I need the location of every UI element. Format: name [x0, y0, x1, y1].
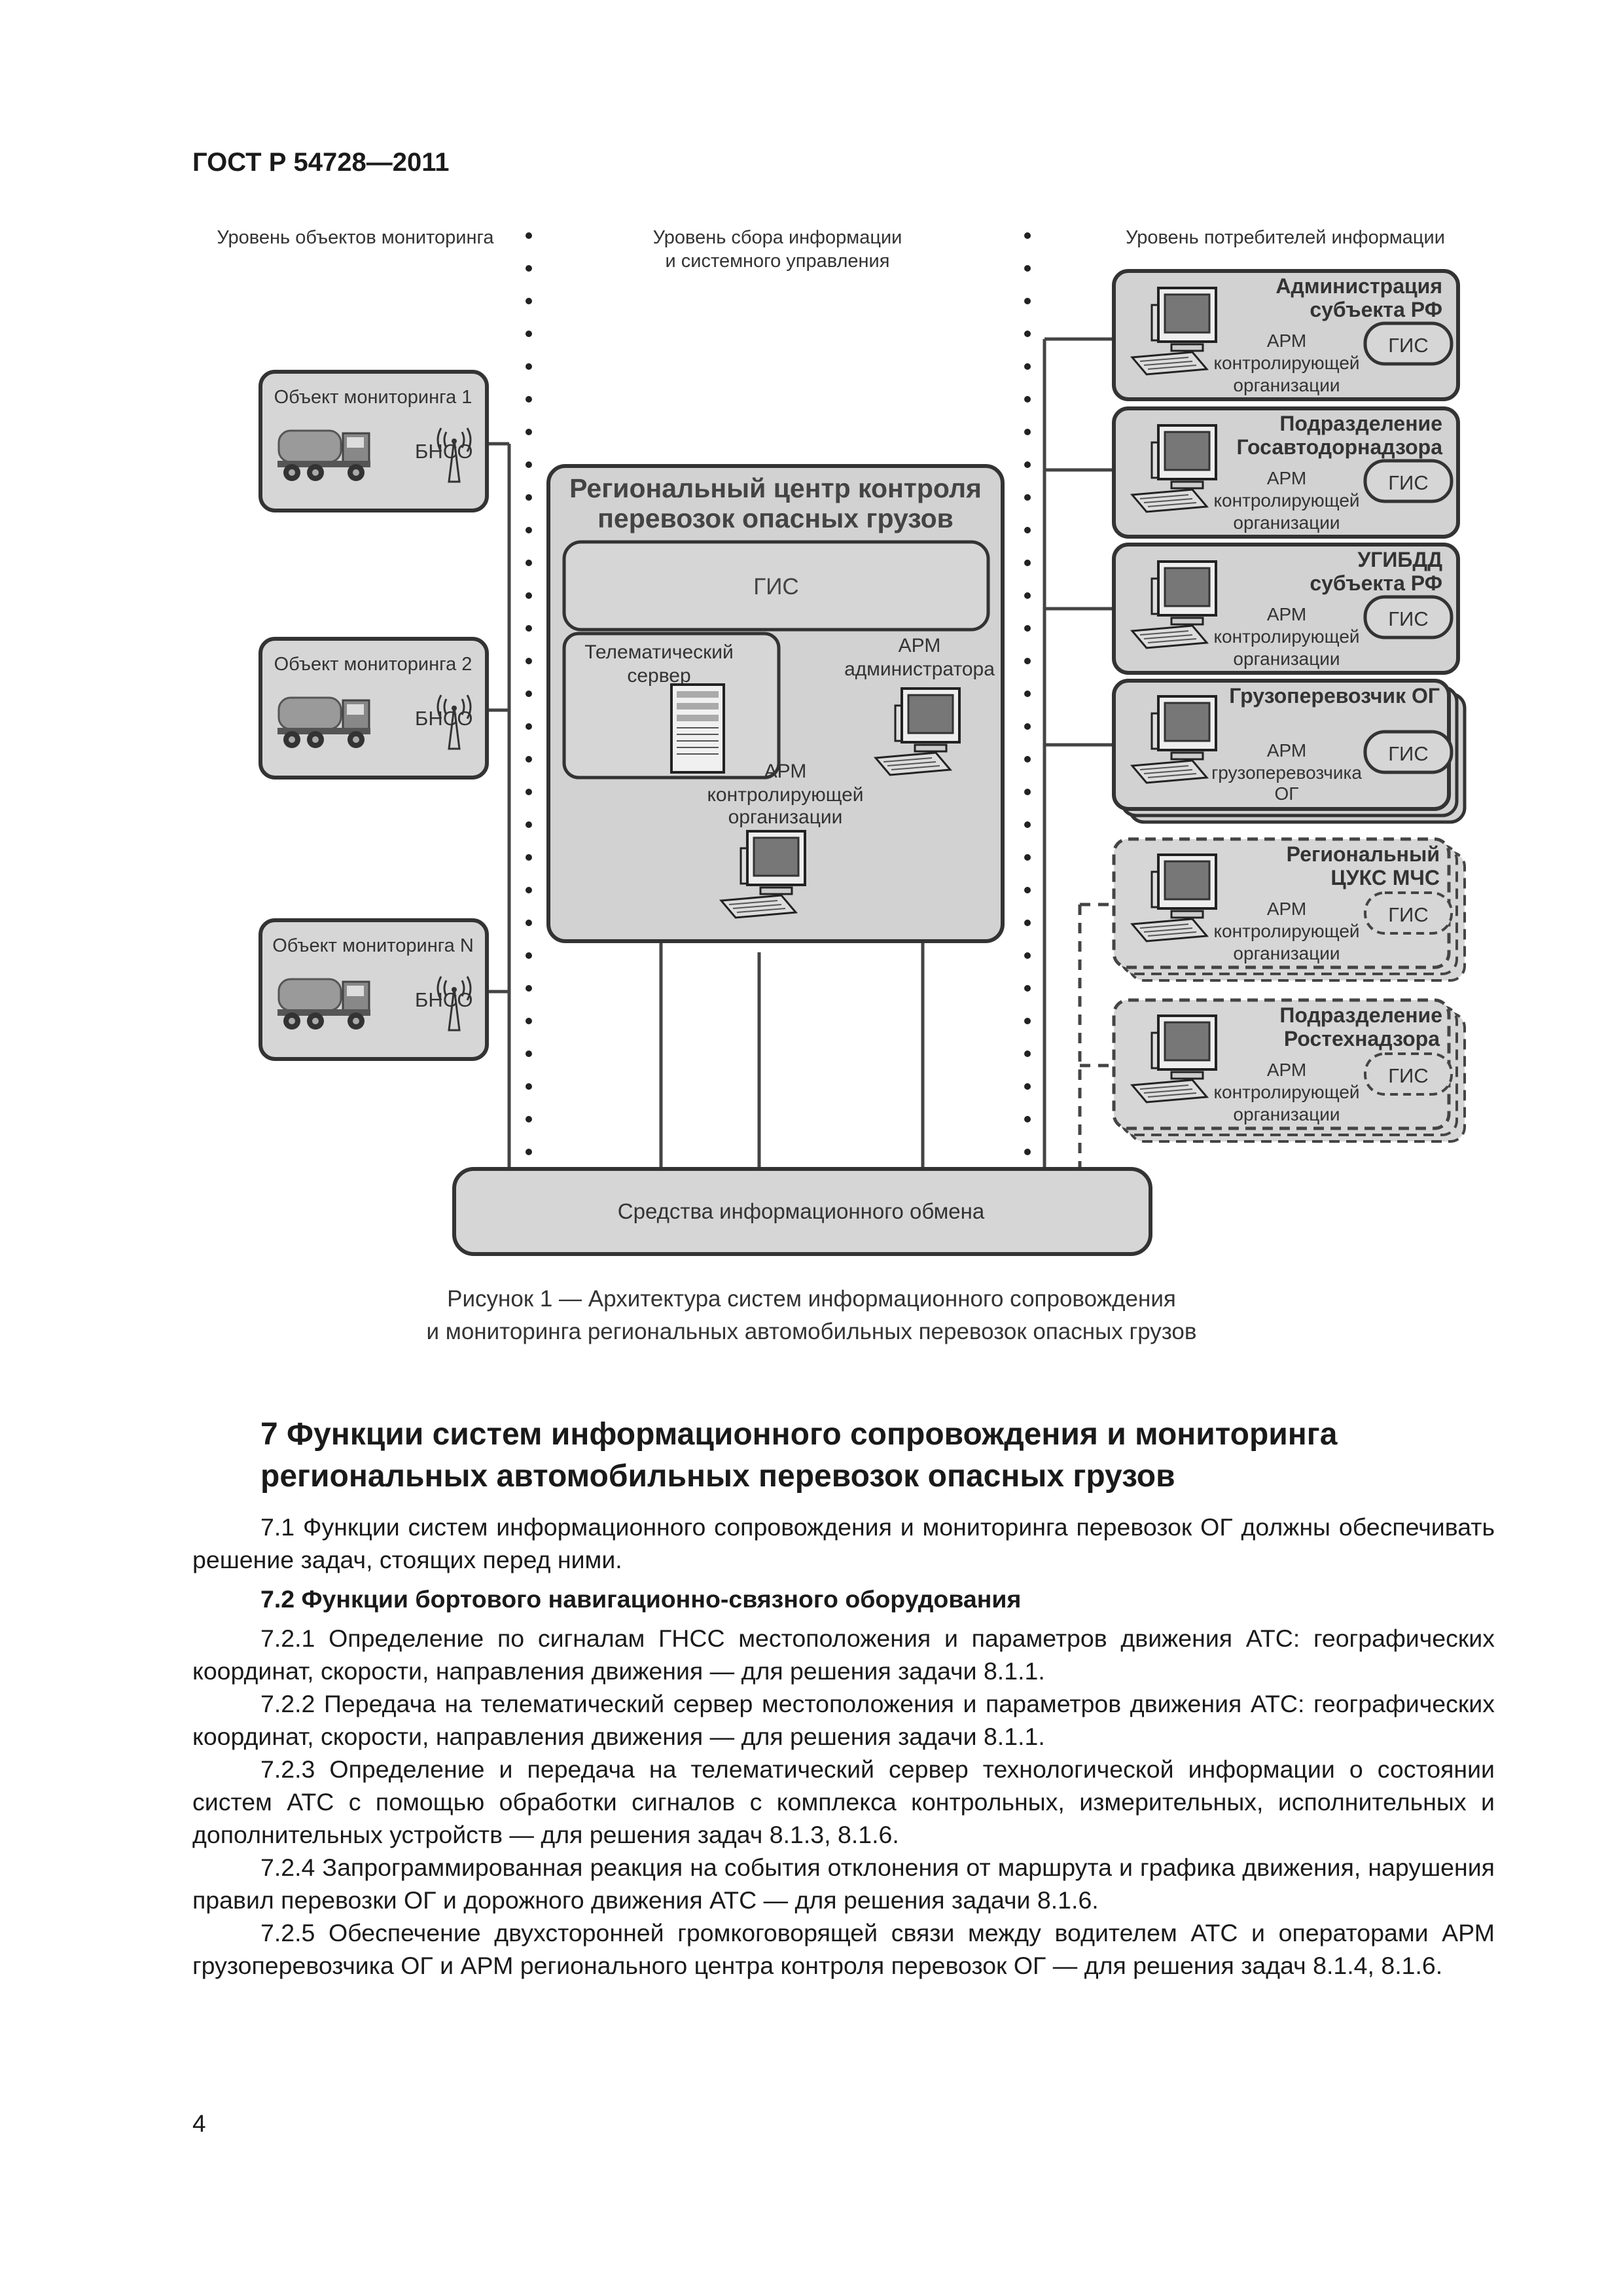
consumer-arm-3: организации: [1233, 649, 1340, 669]
level-objects-label: Уровень объектов мониторинга: [217, 227, 494, 248]
connection-lines-dashed: [1078, 903, 1114, 1172]
consumer-title-2: субъекта РФ: [1310, 298, 1442, 321]
monitoring-object-n: Объект мониторинга N БНСО: [259, 918, 489, 1061]
consumer-arm-1: АРМ: [1267, 899, 1306, 919]
consumer-arm-2: контролирующей: [1213, 626, 1359, 647]
information-exchange: Средства информационного обмена: [452, 1167, 1152, 1256]
consumer-arm-2: контролирующей: [1213, 921, 1359, 941]
level-collection-label-2: и системного управления: [666, 251, 890, 272]
subsection-7-2-title: 7.2 Функции бортового навигационно-связн…: [260, 1585, 1022, 1613]
consumer-arm-1: АРМ: [1267, 604, 1306, 624]
level-consumers-label: Уровень потребителей информации: [1126, 227, 1445, 248]
consumer-arm-2: контролирующей: [1213, 353, 1359, 373]
center-gis: ГИС: [753, 574, 798, 600]
consumer-gis: ГИС: [1388, 607, 1428, 630]
control-arm-label-1: АРМ: [764, 761, 807, 782]
consumer-gosavtodornadzor: Подразделение Госавтодорнадзора АРМ конт…: [1112, 406, 1460, 539]
object-label: Объект мониторинга 1: [274, 387, 473, 408]
consumer-title-1: Региональный: [1287, 842, 1440, 866]
consumer-title-2: Госавтодорнадзора: [1236, 435, 1442, 459]
level-labels: Уровень объектов мониторинга Уровень сбо…: [217, 227, 1444, 272]
consumer-arm-2: контролирующей: [1213, 1082, 1359, 1102]
consumer-title-2: ЦУКС МЧС: [1330, 866, 1440, 889]
architecture-diagram: Уровень объектов мониторинга Уровень сбо…: [217, 227, 1467, 1256]
paragraph-7-2-2: 7.2.2 Передача на телематический сервер …: [192, 1690, 1495, 1750]
consumer-title-2: Ростехнадзора: [1284, 1027, 1440, 1050]
consumer-ugibdd: УГИБДД субъекта РФ АРМ контролирующей ор…: [1112, 543, 1460, 675]
consumer-arm-3: организации: [1233, 1104, 1340, 1124]
consumer-arm-1: АРМ: [1267, 740, 1306, 761]
consumer-gis: ГИС: [1388, 742, 1428, 765]
connection-lines: [487, 337, 1114, 1172]
consumer-title-2: субъекта РФ: [1310, 571, 1442, 595]
center-title-2: перевозок опасных грузов: [597, 503, 954, 533]
consumer-arm-1: АРМ: [1267, 331, 1306, 351]
monitoring-object-2: Объект мониторинга 2 БНСО: [259, 637, 489, 780]
consumer-rostekhnadzor: Подразделение Ростехнадзора АРМ контроли…: [1112, 998, 1466, 1143]
caption-line-1: Рисунок 1 — Архитектура систем информаци…: [447, 1286, 1176, 1312]
section-title: 7 Функции систем информационного сопрово…: [260, 1417, 1338, 1494]
truck-icon: [274, 966, 374, 1034]
paragraph-7-2-4: 7.2.4 Запрограммированная реакция на соб…: [192, 1854, 1495, 1914]
control-arm-label-3: организации: [728, 806, 843, 828]
level-collection-label-1: Уровень сбора информации: [653, 227, 902, 248]
admin-arm-label-2: администратора: [844, 658, 995, 680]
regional-center: Региональный центр контроля перевозок оп…: [546, 464, 1005, 943]
consumer-administration: Администрация субъекта РФ АРМ контролиру…: [1112, 269, 1460, 401]
control-arm-label-2: контролирующей: [707, 784, 863, 806]
consumer-emercom: Региональный ЦУКС МЧС АРМ контролирующей…: [1112, 837, 1466, 982]
consumer-gis: ГИС: [1388, 903, 1428, 926]
center-title-1: Региональный центр контроля: [569, 473, 982, 503]
consumer-arm-1: АРМ: [1267, 1060, 1306, 1080]
consumer-gis: ГИС: [1388, 1064, 1428, 1087]
caption-line-2: и мониторинга региональных автомобильных…: [426, 1319, 1197, 1344]
consumer-arm-2: грузоперевозчика: [1211, 762, 1362, 783]
page-number: 4: [192, 2110, 206, 2137]
consumer-arm-3: ОГ: [1275, 783, 1299, 804]
consumer-title-1: Подразделение: [1279, 1003, 1442, 1027]
admin-arm-label-1: АРМ: [899, 635, 941, 656]
consumer-title-1: Подразделение: [1279, 412, 1442, 435]
consumer-arm-3: организации: [1233, 375, 1340, 395]
exchange-label: Средства информационного обмена: [618, 1199, 985, 1223]
truck-icon: [274, 418, 374, 486]
section-body: 7.1 Функции систем информационного сопро…: [192, 1511, 1495, 1982]
consumer-gis: ГИС: [1388, 334, 1428, 357]
consumer-title-1: УГИБДД: [1357, 548, 1442, 571]
server-label-1: Телематический: [584, 641, 734, 663]
server-label-2: сервер: [627, 665, 690, 687]
paragraph-7-2-3: 7.2.3 Определение и передача на телемати…: [192, 1755, 1495, 1848]
consumer-title-1: Администрация: [1275, 274, 1442, 298]
server-icon: [670, 683, 725, 774]
consumer-title-1: Грузоперевозчик ОГ: [1229, 684, 1440, 708]
truck-icon: [274, 685, 374, 753]
object-label: Объект мониторинга 2: [274, 654, 473, 675]
paragraph-7-1: 7.1 Функции систем информационного сопро…: [192, 1513, 1495, 1573]
figure-caption: Рисунок 1 — Архитектура систем информаци…: [0, 1283, 1623, 1348]
consumer-arm-2: контролирующей: [1213, 490, 1359, 511]
paragraph-7-2-5: 7.2.5 Обеспечение двухсторонней громкого…: [192, 1919, 1495, 1979]
consumer-arm-1: АРМ: [1267, 468, 1306, 488]
monitoring-object-1: Объект мониторинга 1 БНСО: [259, 370, 489, 512]
consumer-arm-3: организации: [1233, 943, 1340, 963]
object-label: Объект мониторинга N: [272, 935, 474, 956]
consumer-gis: ГИС: [1388, 471, 1428, 494]
consumer-arm-3: организации: [1233, 512, 1340, 533]
paragraph-7-2-1: 7.2.1 Определение по сигналам ГНСС место…: [192, 1624, 1495, 1685]
consumer-carrier: Грузоперевозчик ОГ АРМ грузоперевозчика …: [1112, 679, 1467, 824]
document-id: ГОСТ Р 54728—2011: [192, 148, 450, 177]
